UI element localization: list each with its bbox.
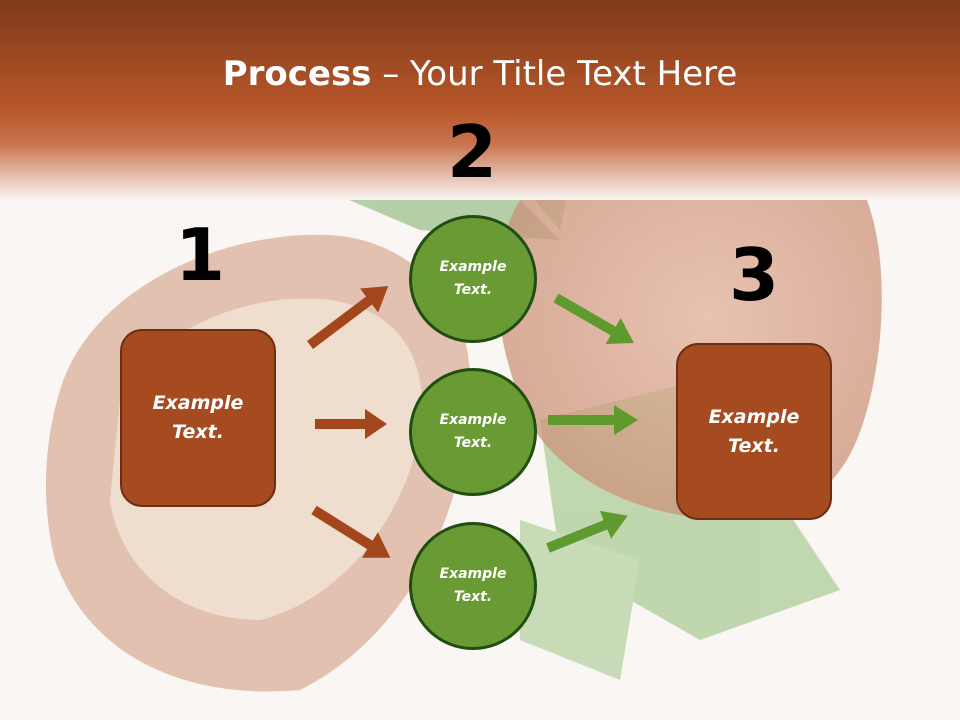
right-process-box[interactable]: Example Text.: [676, 343, 832, 520]
circle-1-line1: Example: [439, 259, 507, 275]
step-number-3: 3: [728, 233, 780, 317]
title-rest: – Your Title Text Here: [371, 54, 738, 94]
step-number-1: 1: [174, 213, 226, 297]
left-box-line2: Text.: [172, 421, 224, 443]
circle-3-line1: Example: [439, 566, 507, 582]
circle-2-line2: Text.: [453, 435, 493, 451]
circle-1-line2: Text.: [453, 282, 493, 298]
process-circle-1[interactable]: Example Text.: [409, 215, 537, 343]
right-box-line1: Example: [708, 405, 800, 428]
circle-3-line2: Text.: [453, 589, 493, 605]
circle-2-line1: Example: [439, 412, 507, 428]
left-box-line1: Example: [152, 392, 244, 414]
step-number-2: 2: [446, 110, 498, 194]
slide-title: Process – Your Title Text Here: [0, 52, 960, 96]
process-circle-3[interactable]: Example Text.: [409, 522, 537, 650]
right-box-line2: Text.: [728, 434, 780, 457]
process-circle-2[interactable]: Example Text.: [409, 368, 537, 496]
left-process-box[interactable]: Example Text.: [120, 329, 276, 507]
title-bold: Process: [222, 54, 372, 94]
header-band: [0, 0, 960, 200]
